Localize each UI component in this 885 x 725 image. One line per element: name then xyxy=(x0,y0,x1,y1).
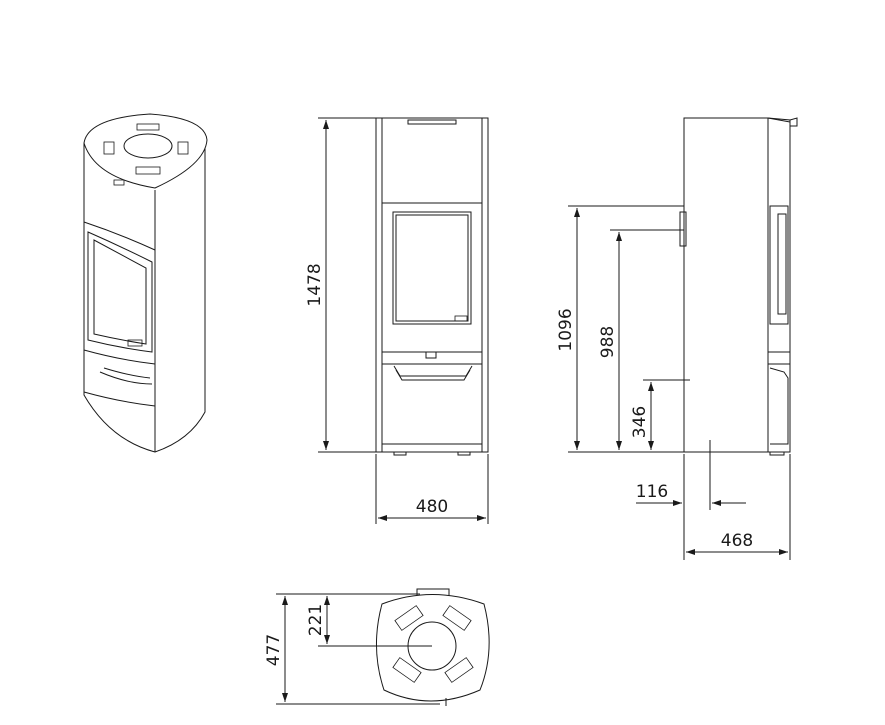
side-depth-label: 468 xyxy=(721,531,753,551)
vent-grille-icon xyxy=(392,605,474,683)
side-depth-dimension: 468 xyxy=(683,454,791,560)
side-height-lower-dimension: 346 xyxy=(630,379,690,450)
side-height-lower-label: 346 xyxy=(630,406,650,438)
top-center-offset-label: 221 xyxy=(306,604,326,636)
top-view xyxy=(376,588,490,706)
side-height-total-label: 1096 xyxy=(556,308,576,351)
top-vent-icon xyxy=(103,123,189,175)
top-depth-label: 477 xyxy=(264,634,284,666)
side-offset-label: 116 xyxy=(636,482,668,502)
front-width-dimension: 480 xyxy=(375,454,489,524)
side-height-total-dimension: 1096 xyxy=(556,205,684,453)
front-width-label: 480 xyxy=(416,497,448,517)
top-depth-dimension: 477 xyxy=(264,593,440,705)
perspective-view xyxy=(83,113,208,453)
front-height-dimension: 1478 xyxy=(305,117,376,453)
side-offset-dimension: 116 xyxy=(636,440,746,510)
side-height-upper-label: 988 xyxy=(598,326,618,358)
front-view xyxy=(375,117,489,456)
side-height-upper-dimension: 988 xyxy=(598,229,684,450)
front-height-label: 1478 xyxy=(305,263,325,306)
top-center-offset-dimension: 221 xyxy=(306,596,432,647)
side-view xyxy=(679,117,798,456)
